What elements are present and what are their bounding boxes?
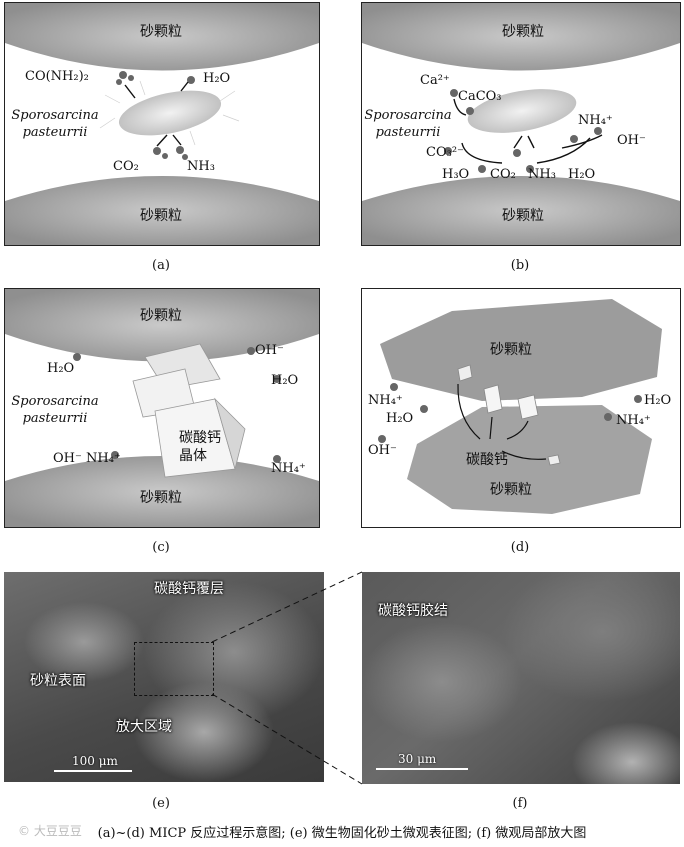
panel-a: 砂颗粒 砂颗粒 CO(NH₂)₂ H₂O Sporosarcina pasteu…: [4, 2, 320, 246]
scale-label-f: 30 μm: [398, 752, 436, 766]
caption-e: (e): [141, 796, 181, 811]
bacteria-name: Sporosarcina pasteurrii: [7, 393, 103, 427]
caco3-label: 碳酸钙: [466, 449, 508, 469]
oh-top-label: OH⁻: [255, 343, 284, 358]
panel-d: 砂颗粒 砂颗粒 NH₄⁺ H₂O OH⁻ H₂O NH₄⁺ 碳酸钙: [361, 288, 681, 528]
bacterium: [115, 83, 225, 144]
h3o-label: H₃O: [442, 167, 469, 182]
nh4-right-label: NH₄⁺: [616, 413, 651, 428]
grain-label-top: 砂颗粒: [140, 21, 182, 41]
oh-left-label: OH⁻: [368, 443, 397, 458]
coating-label: 碳酸钙覆层: [154, 578, 224, 598]
h2o-right-label: H₂O: [644, 393, 671, 408]
h2o-left-label: H₂O: [386, 411, 413, 426]
bacteria-name-line1: Sporosarcina: [362, 107, 454, 124]
cement-label: 碳酸钙胶结: [378, 600, 448, 620]
scale-bar-e: [54, 770, 132, 772]
scale-bar-f: [376, 768, 468, 770]
h2o-right-label: H₂O: [271, 373, 298, 388]
grain-label-top: 砂颗粒: [502, 21, 544, 41]
panel-c: 砂颗粒 砂颗粒 H₂O OH⁻ H₂O Sporosarcina pasteur…: [4, 288, 320, 528]
co2-label: CO₂: [113, 159, 139, 174]
bacteria-name: Sporosarcina pasteurrii: [7, 107, 103, 141]
calcium-label: Ca²⁺: [420, 73, 450, 88]
zoom-region-box: [134, 642, 214, 696]
nh4-label: NH₄⁺: [578, 113, 613, 128]
nh3-label: NH₃: [528, 167, 556, 182]
bacteria-name-line1: Sporosarcina: [7, 393, 103, 410]
scale-label-e: 100 μm: [72, 754, 118, 768]
co3-label: CO₃²⁻: [426, 145, 464, 160]
bacteria-name-line2: pasteurrii: [362, 124, 454, 141]
crystal-label: 碳酸钙 晶体: [179, 429, 221, 465]
bacteria-name-line2: pasteurrii: [7, 410, 103, 427]
caption-d: (d): [500, 540, 540, 555]
panel-b: 砂颗粒 砂颗粒 Ca²⁺ CaCO₃ Sporosarcina pasteurr…: [361, 2, 681, 246]
sem-image-e: 碳酸钙覆层 砂粒表面 放大区域 100 μm: [4, 572, 324, 782]
h2o-left-label: H₂O: [47, 361, 74, 376]
grain-label-top: 砂颗粒: [490, 339, 532, 359]
oh-nh4-label: OH⁻ NH₄⁺: [53, 451, 121, 466]
surface-label: 砂粒表面: [30, 670, 86, 690]
watermark: © 大豆豆豆: [18, 822, 82, 839]
h2o-label: H₂O: [568, 167, 595, 182]
co2-label: CO₂: [490, 167, 516, 182]
nh4-left-label: NH₄⁺: [368, 393, 403, 408]
caption-f: (f): [500, 796, 540, 811]
crystal-label-line1: 碳酸钙: [179, 429, 221, 447]
figure-caption: (a)~(d) MICP 反应过程示意图; (e) 微生物固化砂土微观表征图; …: [0, 822, 684, 841]
oh-label: OH⁻: [617, 133, 646, 148]
caco3-label: CaCO₃: [458, 89, 502, 104]
bacteria-name: Sporosarcina pasteurrii: [362, 107, 454, 141]
bacteria-name-line2: pasteurrii: [7, 124, 103, 141]
grain-label-bottom: 砂颗粒: [502, 205, 544, 225]
nh4-right-label: NH₄⁺: [271, 461, 306, 476]
grain-label-top: 砂颗粒: [140, 305, 182, 325]
urea-label: CO(NH₂)₂: [25, 69, 89, 84]
zoom-region-label: 放大区域: [116, 716, 172, 736]
caption-b: (b): [500, 258, 540, 273]
water-label: H₂O: [203, 71, 230, 86]
grain-label-bottom: 砂颗粒: [490, 479, 532, 499]
sem-image-f: 碳酸钙胶结 30 μm: [362, 572, 680, 784]
caption-a: (a): [141, 258, 181, 273]
caption-c: (c): [141, 540, 181, 555]
grain-label-bottom: 砂颗粒: [140, 487, 182, 507]
grain-label-bottom: 砂颗粒: [140, 205, 182, 225]
crystal-label-line2: 晶体: [179, 447, 221, 465]
nh3-label: NH₃: [187, 159, 215, 174]
bacteria-name-line1: Sporosarcina: [7, 107, 103, 124]
